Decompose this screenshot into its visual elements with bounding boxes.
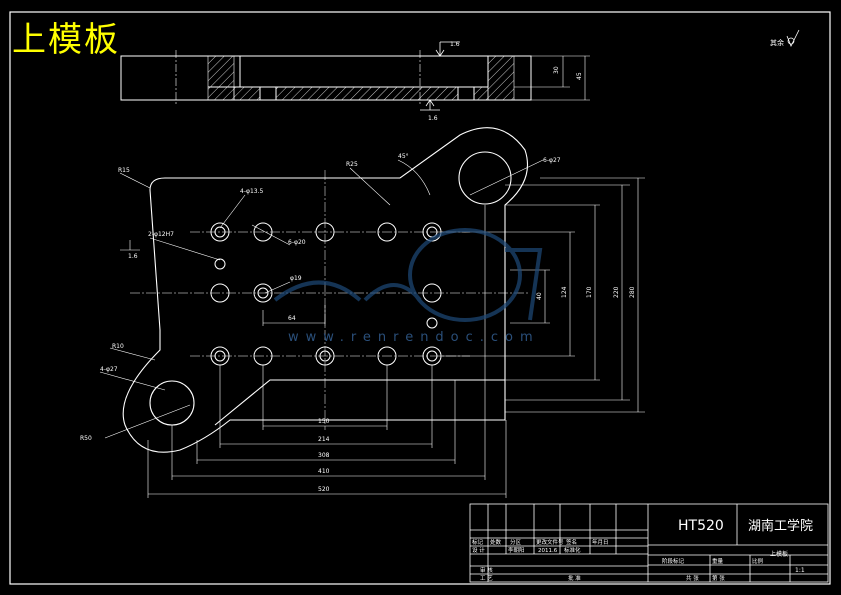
design-date: 2011.6	[538, 548, 558, 554]
dim-h170: 170	[586, 286, 593, 298]
label-tol-18: 1.6	[128, 253, 138, 260]
scale-label: 比例	[752, 557, 764, 565]
section-dims	[514, 55, 590, 101]
dim-64: 64	[288, 315, 296, 322]
dim-h124: 124	[561, 286, 568, 298]
watermark-logo	[273, 228, 543, 322]
label-6phi20: 6-φ20	[288, 239, 306, 246]
standard-label: 标准化	[564, 546, 581, 554]
label-4-bottom: 4-φ27	[100, 366, 118, 373]
dim-h40: 40	[536, 292, 543, 300]
svg-text:标记: 标记	[472, 538, 484, 546]
label-6phi27: 6-φ27	[543, 157, 561, 164]
dim-w410: 410	[318, 468, 330, 475]
label-r25: R25	[346, 161, 358, 168]
svg-text:年月日: 年月日	[592, 538, 609, 546]
ear-hole-top	[458, 151, 512, 205]
dim-w150: 150	[318, 418, 330, 425]
title-block-row1: 标记 处数 分区 更改文件号 签名 年月日	[472, 538, 609, 546]
dim-w520: 520	[318, 486, 330, 493]
label-4x135: 4-φ13.5	[240, 188, 263, 195]
roughness-circle-icon	[787, 37, 795, 45]
plan-outline	[122, 127, 529, 453]
flatness-value-top: 1.6	[450, 41, 460, 48]
label-phi19: φ19	[290, 275, 302, 282]
plan-dims-bottom	[147, 205, 507, 498]
label-r10: R10	[112, 343, 124, 350]
label-r15: R15	[118, 167, 130, 174]
material: HT520	[678, 518, 724, 534]
section-hatching	[207, 55, 515, 101]
school-name: 湖南工学院	[748, 518, 813, 534]
dim-30: 30	[553, 66, 560, 74]
part-name: 上模板	[770, 550, 788, 558]
flatness-symbol-bottom	[420, 99, 440, 111]
weight-label: 重量	[712, 557, 724, 565]
dim-h220: 220	[613, 286, 620, 298]
leaders	[99, 159, 544, 439]
stage-label: 阶段标记	[662, 557, 685, 565]
flatness-symbol-top	[435, 41, 460, 57]
flatness-value-bottom: 1.6	[428, 115, 438, 122]
scale-value: 1:1	[795, 567, 805, 574]
svg-text:签名: 签名	[566, 538, 577, 546]
dim-h280: 280	[629, 286, 636, 298]
drawing-title: 上模板	[12, 20, 120, 60]
process-label: 工 艺	[480, 575, 493, 582]
dim-w214: 214	[318, 436, 330, 443]
sheet-no: 第 张	[712, 574, 725, 582]
label-r50: R50	[80, 435, 92, 442]
title-block	[469, 503, 829, 583]
svg-text:处数: 处数	[490, 538, 502, 546]
watermark-text: www.renrendoc.com	[288, 330, 540, 345]
designer-name: 李朝阳	[508, 546, 525, 554]
approve-label: 批 准	[568, 574, 581, 582]
roughness-label: 其余	[770, 38, 784, 47]
section-centerlines	[175, 50, 421, 105]
dim-45: 45	[576, 72, 583, 80]
svg-text:更改文件号: 更改文件号	[536, 538, 564, 546]
dim-w308: 308	[318, 452, 330, 459]
designer-label: 设 计	[472, 546, 485, 554]
plan-centerlines	[130, 170, 530, 430]
label-angle-45: 45°	[398, 153, 409, 160]
sheets-total: 共 张	[686, 574, 699, 582]
plan-dims-right	[440, 177, 645, 413]
label-2x8: 2-φ12H7	[148, 231, 174, 238]
svg-text:分区: 分区	[510, 538, 522, 546]
drawing-border	[9, 11, 831, 585]
review-label: 审 核	[480, 566, 493, 574]
